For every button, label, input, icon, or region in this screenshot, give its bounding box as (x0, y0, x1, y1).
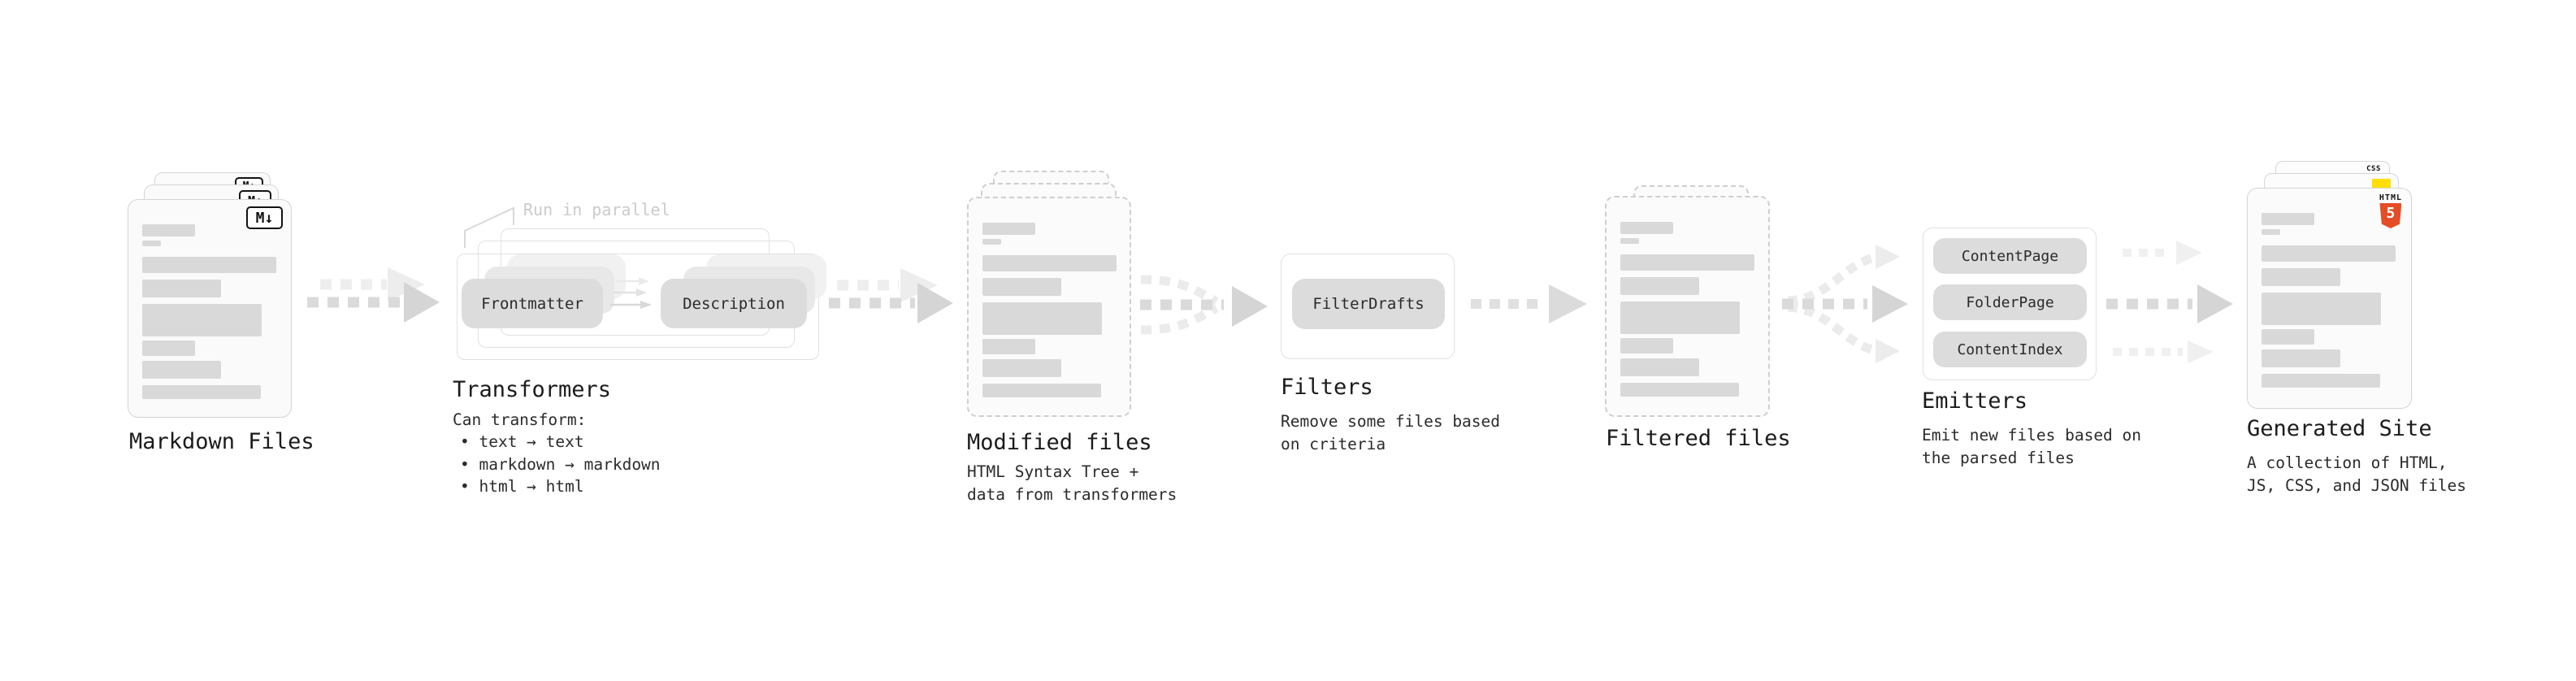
caption-line: Emit new files based on (1922, 426, 2142, 445)
placeholder-text-bar (2262, 349, 2340, 367)
label-modified-files: Modified files (967, 430, 1152, 455)
placeholder-text-bar (1620, 254, 1754, 271)
html5-icon-number: 5 (2386, 205, 2396, 222)
markdown-icon: M↓ (246, 206, 283, 229)
label-transformers: Transformers (453, 377, 612, 402)
placeholder-text-bar (142, 257, 276, 273)
transformer-box-front (457, 254, 819, 360)
filterdrafts-pill: FilterDrafts (1292, 279, 1445, 329)
placeholder-text-bar (982, 255, 1117, 271)
placeholder-text-bar (1620, 238, 1639, 244)
placeholder-text-bar (142, 241, 161, 246)
caption-line: data from transformers (967, 484, 1177, 504)
placeholder-text-bar (1620, 277, 1699, 295)
frontmatter-pill: Frontmatter (462, 279, 603, 328)
placeholder-text-bar (1620, 301, 1740, 334)
placeholder-text-bar (1620, 358, 1699, 376)
label-emitters: Emitters (1922, 388, 2028, 414)
caption-line: A collection of HTML, (2247, 453, 2448, 472)
placeholder-text-bar (982, 339, 1035, 354)
placeholder-text-bar (142, 280, 221, 297)
caption-line: Remove some files based (1281, 412, 1501, 431)
generated-html-card: HTML 5 (2247, 188, 2412, 409)
placeholder-text-bar (2262, 293, 2381, 325)
markdown-file-card-front: M↓ (128, 199, 292, 418)
arrow-markdown-to-transformers (307, 267, 440, 323)
javascript-icon (2372, 179, 2391, 189)
placeholder-text-bar (982, 359, 1061, 377)
bullet-html-to-html: • html → html (460, 477, 584, 496)
filters-caption: Remove some files based on criteria (1281, 410, 1500, 455)
caption-line: HTML Syntax Tree + (967, 462, 1139, 481)
placeholder-text-bar (2262, 213, 2314, 225)
placeholder-text-bar (982, 302, 1102, 335)
placeholder-text-bar (1620, 222, 1673, 234)
placeholder-text-bar (2262, 245, 2396, 262)
arrow-filters-to-filtered (1471, 284, 1587, 323)
generated-site-caption: A collection of HTML, JS, CSS, and JSON … (2247, 452, 2466, 497)
contentpage-pill: ContentPage (1933, 238, 2087, 274)
html5-icon: HTML 5 (2379, 193, 2402, 228)
placeholder-text-bar (2262, 374, 2380, 388)
placeholder-text-bar (2262, 329, 2314, 345)
folderpage-pill: FolderPage (1933, 284, 2087, 320)
label-filtered-files: Filtered files (1606, 426, 1791, 451)
placeholder-text-bar (982, 239, 1001, 245)
css-icon-label: CSS (2366, 165, 2381, 173)
label-filters: Filters (1281, 375, 1373, 400)
placeholder-text-bar (1620, 383, 1739, 397)
placeholder-text-bar (142, 385, 261, 399)
placeholder-text-bar (142, 224, 195, 236)
arrow-modified-to-filters (1140, 275, 1268, 335)
contentindex-pill: ContentIndex (1933, 332, 2087, 367)
html5-icon-shield: 5 (2379, 203, 2402, 228)
run-in-parallel-annotation: Run in parallel (523, 200, 670, 219)
caption-line: JS, CSS, and JSON files (2247, 475, 2467, 495)
placeholder-text-bar (982, 278, 1061, 296)
caption-line: on criteria (1281, 434, 1386, 453)
placeholder-text-bar (142, 304, 262, 336)
emitters-caption: Emit new files based on the parsed files (1922, 424, 2141, 469)
bullet-markdown-to-markdown: • markdown → markdown (460, 454, 661, 474)
placeholder-text-bar (2262, 268, 2340, 286)
label-generated-site: Generated Site (2247, 416, 2432, 441)
modified-file-card-front (967, 197, 1131, 417)
filtered-file-card-front (1605, 196, 1770, 417)
modified-files-caption: HTML Syntax Tree + data from transformer… (967, 461, 1177, 505)
html5-icon-label: HTML (2379, 193, 2402, 202)
description-pill: Description (661, 279, 807, 328)
arrow-transformers-to-modified (829, 268, 953, 323)
bullet-text-to-text: • text → text (460, 432, 584, 451)
label-markdown-files: Markdown Files (129, 429, 314, 454)
placeholder-text-bar (2262, 229, 2280, 235)
caption-line: the parsed files (1922, 448, 2075, 467)
placeholder-text-bar (142, 361, 221, 379)
placeholder-text-bar (982, 223, 1035, 235)
arrow-emitters-to-generated (2106, 241, 2233, 363)
placeholder-text-bar (1620, 338, 1673, 354)
transformers-bullet-list: • text → text • markdown → markdown • ht… (460, 431, 661, 498)
transformers-caption-title: Can transform: (453, 410, 587, 429)
placeholder-text-bar (982, 384, 1101, 397)
placeholder-text-bar (142, 340, 195, 356)
arrow-filtered-to-emitters (1782, 245, 1908, 363)
